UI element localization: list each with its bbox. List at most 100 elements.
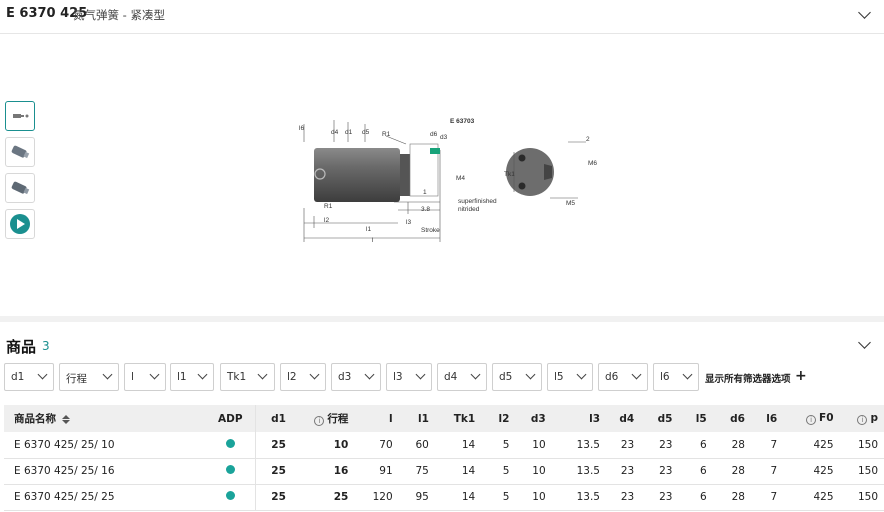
- cell-l3: 13.5: [551, 432, 606, 459]
- plus-icon[interactable]: +: [795, 368, 807, 384]
- cell-d4: 23: [606, 484, 641, 511]
- svg-text:l3: l3: [406, 219, 411, 226]
- cell-l6: 7: [750, 432, 784, 459]
- cell-name[interactable]: E 6370 425/ 25/ 25: [4, 484, 206, 511]
- svg-text:M4: M4: [456, 175, 465, 182]
- svg-text:3.8: 3.8: [421, 206, 430, 213]
- show-all-filters-link[interactable]: 显示所有筛选器选项: [705, 374, 791, 385]
- filter-l5[interactable]: l5: [547, 363, 593, 391]
- header-tk1: Tk1: [434, 405, 482, 432]
- table-row[interactable]: E 6370 425/ 25/ 10 25 10 70 60 14 5 10 1…: [4, 432, 884, 459]
- filter-l1[interactable]: l1: [170, 363, 214, 391]
- chevron-down-icon: [525, 369, 536, 380]
- filter-d4[interactable]: d4: [437, 363, 487, 391]
- cell-d1: 25: [255, 458, 292, 485]
- products-count: 3: [42, 339, 50, 353]
- cell-d3: 10: [515, 458, 552, 485]
- info-icon[interactable]: i: [806, 415, 817, 425]
- header-adp: ADP: [205, 405, 257, 432]
- cell-f0: 425: [783, 458, 840, 485]
- info-icon[interactable]: i: [857, 415, 868, 425]
- svg-text:d4: d4: [331, 129, 339, 136]
- filter-l[interactable]: l: [124, 363, 166, 391]
- thumbnail-drawing[interactable]: [5, 101, 35, 131]
- cell-f0: 425: [783, 432, 840, 459]
- chevron-down-icon: [415, 369, 426, 380]
- cell-l1: 95: [398, 484, 435, 511]
- chevron-down-icon: [631, 369, 642, 380]
- cell-d6: 28: [712, 458, 751, 485]
- svg-text:l: l: [372, 237, 374, 244]
- cell-d4: 23: [606, 458, 641, 485]
- filter-tk1[interactable]: Tk1: [220, 363, 275, 391]
- products-title: 商品: [6, 338, 37, 356]
- cell-d6: 28: [712, 484, 751, 511]
- table-row[interactable]: E 6370 425/ 25/ 25 25 25 120 95 14 5 10 …: [4, 484, 884, 511]
- svg-text:l6: l6: [299, 125, 304, 132]
- chevron-down-icon: [364, 369, 375, 380]
- cell-l6: 7: [750, 458, 784, 485]
- product-description: 氮气弹簧 - 紧凑型: [73, 8, 165, 22]
- cell-adp: [205, 484, 257, 511]
- header-d6: d6: [712, 405, 751, 432]
- svg-text:M5: M5: [566, 200, 575, 207]
- chevron-down-icon: [149, 369, 160, 380]
- cell-l5: 6: [678, 432, 713, 459]
- svg-text:d3: d3: [440, 134, 448, 141]
- thumbnail-photo-1[interactable]: [5, 137, 35, 167]
- svg-text:E 63703: E 63703: [450, 118, 475, 125]
- svg-text:Tk1: Tk1: [504, 171, 515, 178]
- header-name[interactable]: 商品名称: [4, 405, 206, 432]
- header-l3: l3: [551, 405, 606, 432]
- svg-text:d1: d1: [345, 129, 353, 136]
- sort-icon[interactable]: [62, 414, 70, 424]
- svg-text:d5: d5: [362, 129, 370, 136]
- svg-text:d6: d6: [430, 131, 438, 138]
- cell-d3: 10: [515, 432, 552, 459]
- cell-l2: 5: [481, 484, 516, 511]
- filter-d5[interactable]: d5: [492, 363, 542, 391]
- header-d1: d1: [255, 405, 292, 432]
- product-code: E 6370 425: [6, 6, 88, 21]
- filter-l3[interactable]: l3: [386, 363, 432, 391]
- cell-l2: 5: [481, 458, 516, 485]
- cell-l1: 60: [398, 432, 435, 459]
- cell-adp: [205, 458, 257, 485]
- filter-stroke[interactable]: 行程: [59, 363, 119, 391]
- svg-text:1: 1: [423, 189, 427, 196]
- svg-text:R1: R1: [382, 131, 391, 138]
- chevron-down-icon[interactable]: [858, 6, 871, 19]
- table-row[interactable]: E 6370 425/ 25/ 16 25 16 91 75 14 5 10 1…: [4, 458, 884, 485]
- header-l5: l5: [678, 405, 713, 432]
- cell-l: 70: [354, 432, 399, 459]
- chevron-down-icon: [257, 369, 268, 380]
- svg-text:nitrided: nitrided: [458, 206, 480, 213]
- cell-l3: 13.5: [551, 484, 606, 511]
- cell-stroke: 25: [291, 484, 355, 511]
- filter-d1[interactable]: d1: [4, 363, 54, 391]
- cell-l1: 75: [398, 458, 435, 485]
- cell-name[interactable]: E 6370 425/ 25/ 16: [4, 458, 206, 485]
- filter-l6[interactable]: l6: [653, 363, 699, 391]
- header-d5: d5: [640, 405, 679, 432]
- info-icon[interactable]: i: [314, 416, 325, 426]
- thumbnail-video[interactable]: [5, 209, 35, 239]
- cell-l2: 5: [481, 432, 516, 459]
- filter-d6[interactable]: d6: [598, 363, 648, 391]
- cell-l5: 6: [678, 458, 713, 485]
- product-photo-icon: [11, 181, 30, 195]
- cell-l3: 13.5: [551, 458, 606, 485]
- cell-name[interactable]: E 6370 425/ 25/ 10: [4, 432, 206, 459]
- chevron-down-icon: [470, 369, 481, 380]
- thumbnail-photo-2[interactable]: [5, 173, 35, 203]
- cell-l: 120: [354, 484, 399, 511]
- chevron-down-icon[interactable]: [858, 336, 871, 349]
- filter-l2[interactable]: l2: [280, 363, 326, 391]
- chevron-down-icon: [37, 369, 48, 380]
- cell-stroke: 16: [291, 458, 355, 485]
- cell-l: 91: [354, 458, 399, 485]
- product-header[interactable]: E 6370 425 氮气弹簧 - 紧凑型: [0, 0, 884, 34]
- filter-d3[interactable]: d3: [331, 363, 381, 391]
